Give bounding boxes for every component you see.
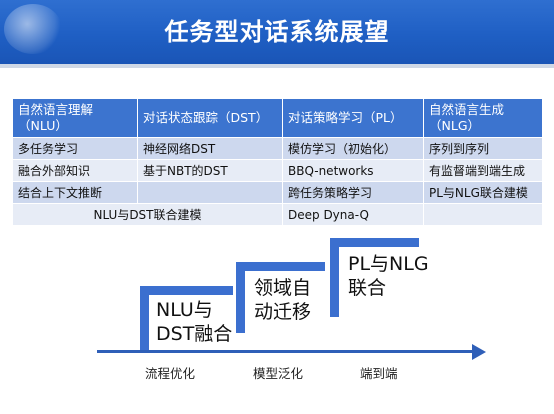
table-cell: 基于NBT的DST: [137, 159, 283, 182]
header-divider: [0, 64, 554, 68]
step-label-3: PL与NLG 联合: [348, 253, 429, 299]
header-cell-nlu: 自然语言理解（NLU）: [12, 98, 138, 138]
page-title: 任务型对话系统展望: [164, 18, 390, 46]
title-banner: 任务型对话系统展望: [0, 0, 554, 64]
table-cell: BBQ-networks: [282, 159, 424, 182]
table-row: 融合外部知识 基于NBT的DST BBQ-networks 有监督端到端生成: [12, 159, 543, 182]
table-cell-merged: NLU与DST联合建模: [12, 203, 283, 226]
table-row: NLU与DST联合建模 Deep Dyna-Q: [12, 203, 543, 226]
table-cell: 模仿学习（初始化）: [282, 137, 424, 160]
table-cell: 多任务学习: [12, 137, 138, 160]
table-cell: [423, 203, 543, 226]
step-label-1: NLU与 DST融合: [156, 299, 233, 345]
table-cell: 跨任务策略学习: [282, 181, 424, 204]
header-cell-dst: 对话状态跟踪（DST）: [137, 98, 283, 138]
brain-logo-icon: [4, 4, 62, 54]
header-cell-pl: 对话策略学习（PL）: [282, 98, 424, 138]
table-cell: 有监督端到端生成: [423, 159, 543, 182]
step-box-1: [140, 286, 233, 353]
header-cell-nlg: 自然语言生成（NLG）: [423, 98, 543, 138]
table-cell: 结合上下文推断: [12, 181, 138, 204]
axis-label-process: 流程优化: [145, 366, 196, 381]
table-header-row: 自然语言理解（NLU） 对话状态跟踪（DST） 对话策略学习（PL） 自然语言生…: [12, 98, 543, 138]
progress-arrow-line: [97, 350, 475, 353]
research-table: 自然语言理解（NLU） 对话状态跟踪（DST） 对话策略学习（PL） 自然语言生…: [12, 98, 543, 226]
step-box-3: [330, 238, 419, 317]
table-cell: Deep Dyna-Q: [282, 203, 424, 226]
step-label-2: 领域自 动迁移: [254, 277, 312, 323]
axis-label-end-to-end: 端到端: [360, 366, 398, 381]
axis-label-generalization: 模型泛化: [253, 366, 304, 381]
table-cell: 融合外部知识: [12, 159, 138, 182]
arrow-head-icon: [472, 344, 486, 360]
table-cell: 神经网络DST: [137, 137, 283, 160]
step-box-2: [236, 262, 325, 333]
